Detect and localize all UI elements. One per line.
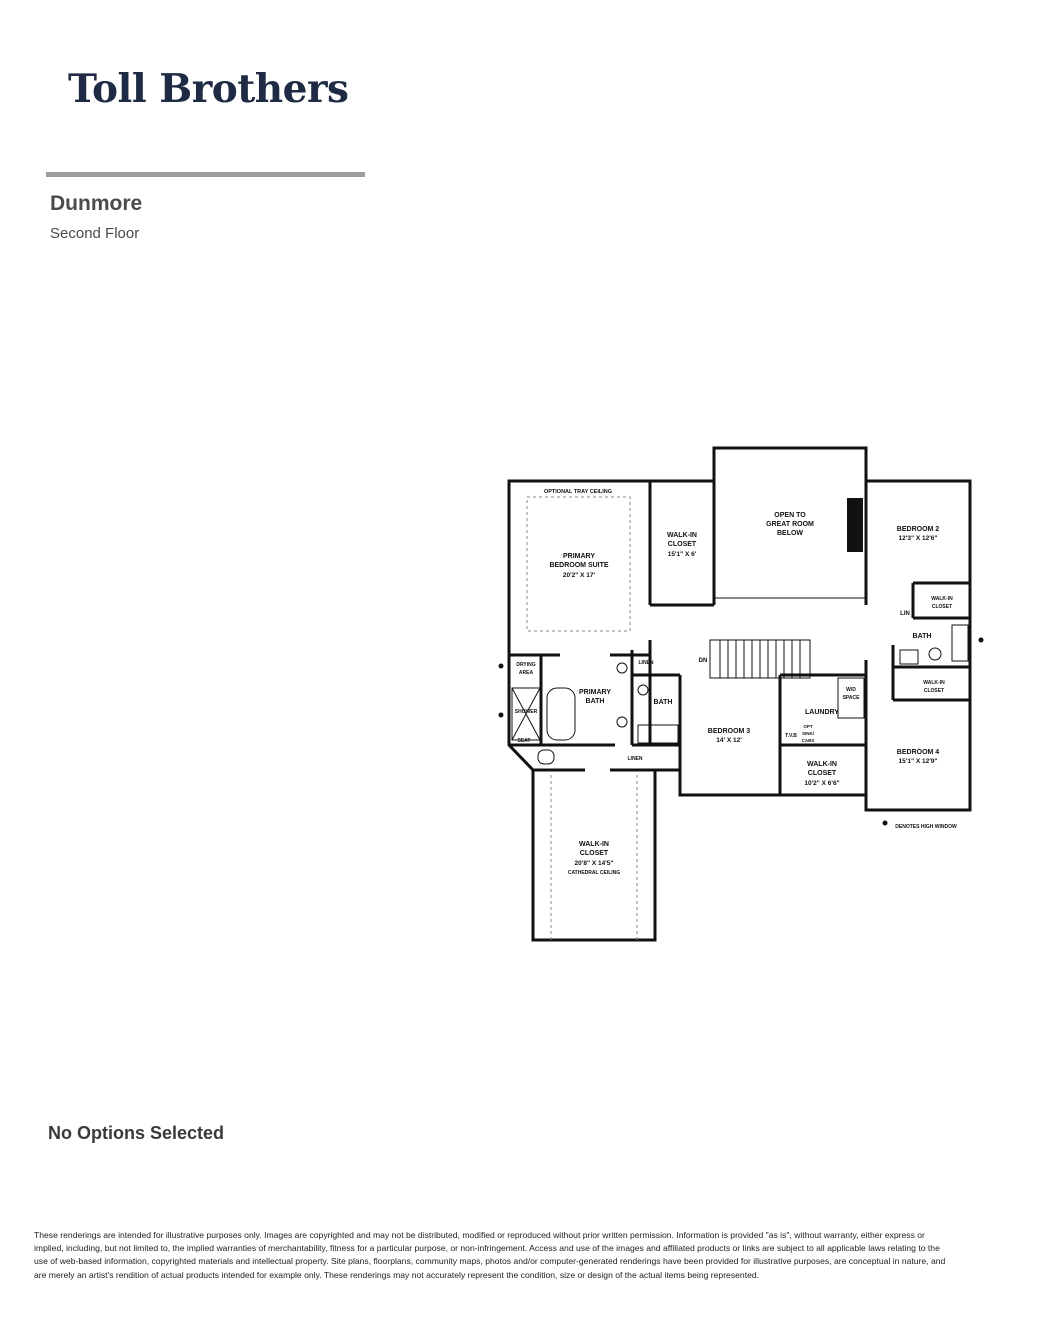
walkin-closet-3-label-2: CLOSET (580, 850, 609, 857)
bath-2-label: BATH (654, 699, 673, 706)
walkin-closet-2-label: WALK-IN (807, 761, 837, 768)
laundry-label: LAUNDRY (805, 709, 839, 716)
tvb-label: T.V.B (785, 733, 797, 739)
high-window-marker (498, 712, 504, 718)
walkin-closet-1-size: 15'1" X 6' (668, 551, 697, 558)
open-great-room-label-2: GREAT ROOM (766, 521, 814, 528)
walkin-closet-b2-label-2: CLOSET (932, 604, 952, 610)
drying-area-label-2: AREA (519, 670, 534, 676)
wd-space-label-2: SPACE (843, 695, 861, 701)
header-divider (46, 172, 365, 177)
seat-label: SEAT (518, 738, 531, 744)
floor-name: Second Floor (50, 225, 140, 242)
stairs-down-label: DN (699, 658, 708, 664)
primary-suite-label: PRIMARY (563, 553, 595, 560)
disclaimer: These renderings are intended for illust… (34, 1230, 946, 1280)
high-window-marker (498, 663, 504, 669)
walkin-closet-2-size: 10'2" X 6'6" (804, 780, 839, 787)
opt-sink-label: OPT (803, 724, 813, 729)
linen-b2-label: LIN (900, 611, 910, 617)
open-great-room-label: OPEN TO (774, 512, 806, 519)
high-window-marker (882, 820, 888, 826)
walkin-closet-b4-label-2: CLOSET (924, 688, 944, 694)
walkin-closet-2-label-2: CLOSET (808, 770, 837, 777)
primary-suite-size: 20'2" X 17' (563, 572, 596, 579)
options-status: No Options Selected (48, 1123, 225, 1143)
walkin-closet-b2-label: WALK-IN (931, 596, 953, 602)
open-great-room-label-3: BELOW (777, 530, 803, 537)
shower-label: SHOWER (515, 709, 538, 715)
fireplace (847, 498, 863, 552)
high-window-marker (978, 637, 984, 643)
walkin-closet-3-size: 20'8" X 14'5" (575, 860, 614, 867)
drying-area-label: DRYING (516, 662, 535, 668)
bedroom3-label: BEDROOM 3 (708, 728, 751, 735)
primary-suite-label-2: BEDROOM SUITE (549, 562, 608, 569)
walkin-closet-3-label: WALK-IN (579, 841, 609, 848)
brand-logo: Toll Brothers (68, 66, 349, 112)
walkin-closet-b4-label: WALK-IN (923, 680, 945, 686)
plan-name: Dunmore (50, 192, 143, 215)
walkin-closet-1-label-2: CLOSET (668, 541, 697, 548)
primary-bath-label-2: BATH (586, 698, 605, 705)
high-window-legend: DENOTES HIGH WINDOW (895, 824, 957, 830)
bedroom3-size: 14' X 12' (716, 737, 742, 744)
tray-ceiling-label: OPTIONAL TRAY CEILING (544, 489, 612, 495)
wd-space-label: W/D (846, 687, 856, 693)
bedroom2-size: 12'3" X 12'6" (899, 535, 938, 542)
bedroom4-size: 15'1" X 12'9" (899, 758, 938, 765)
opt-sink-label-3: CABS (802, 738, 815, 743)
bath-1-label: BATH (913, 633, 932, 640)
linen-2-label: LINEN (628, 756, 643, 762)
walkin-closet-1-label: WALK-IN (667, 532, 697, 539)
bedroom4-label: BEDROOM 4 (897, 749, 940, 756)
walkin-closet-3-note: CATHEDRAL CEILING (568, 870, 620, 876)
primary-bath-label: PRIMARY (579, 689, 611, 696)
opt-sink-label-2: SINK/ (802, 731, 815, 736)
tray-ceiling-outline (526, 496, 631, 632)
bedroom2-label: BEDROOM 2 (897, 526, 940, 533)
linen-1-label: LINEN (639, 660, 654, 666)
